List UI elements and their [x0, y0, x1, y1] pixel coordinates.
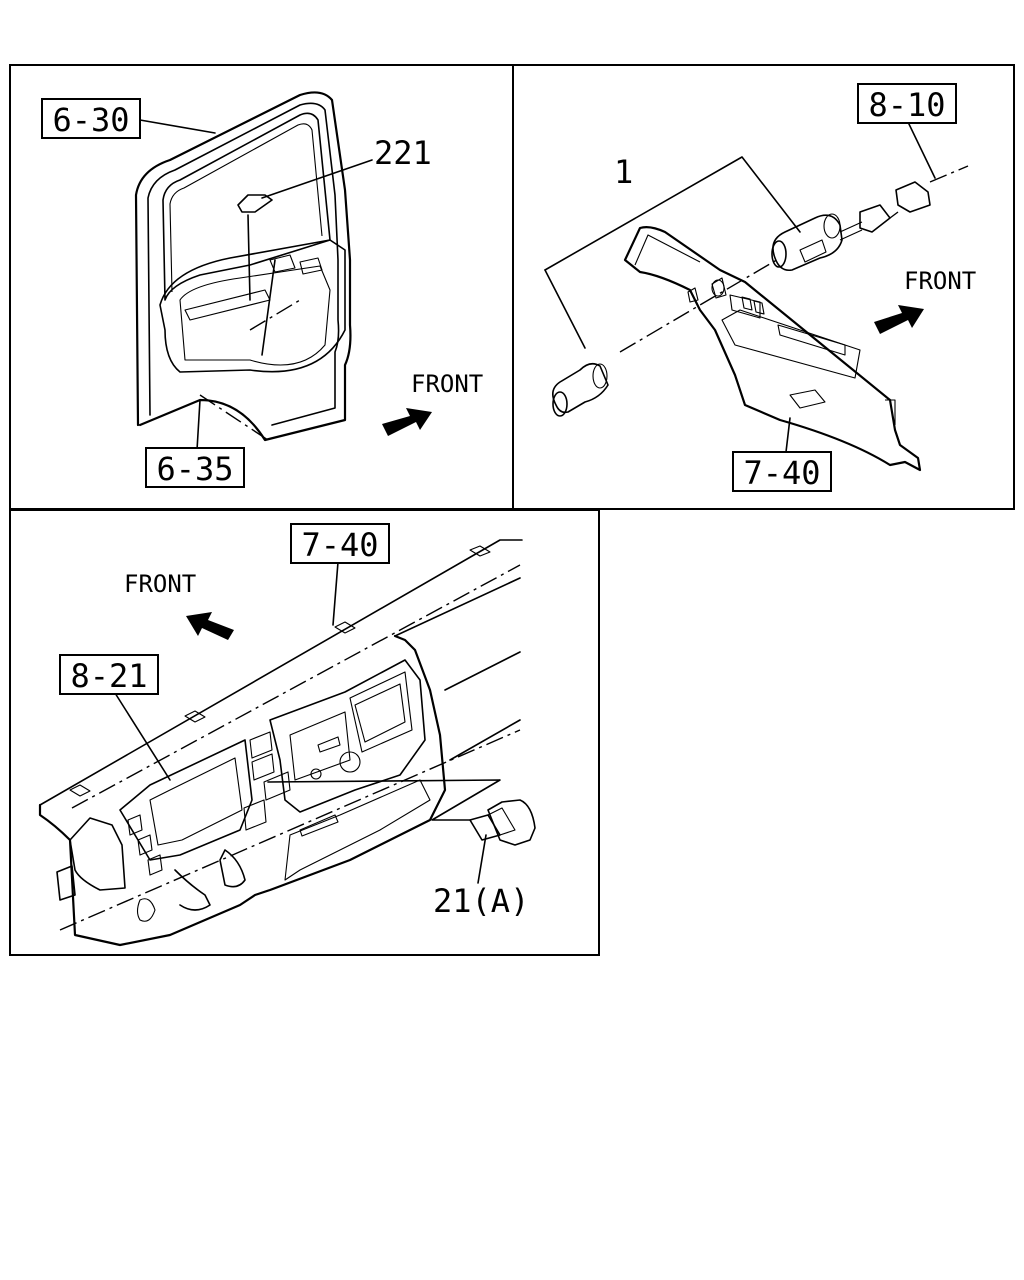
front-label-door: FRONT — [411, 370, 483, 398]
callout-7-40-bottom: 7-40 — [301, 526, 378, 564]
front-arrow-icon — [382, 408, 432, 436]
callout-8-21: 8-21 — [70, 657, 147, 695]
front-arrow-icon — [874, 305, 924, 334]
callout-1: 1 — [614, 153, 633, 191]
callout-box-7-40-top — [732, 451, 832, 492]
callout-box-8-10 — [857, 83, 957, 124]
callout-21-a: 21(A) — [433, 882, 529, 920]
callout-box-7-40-bottom — [290, 523, 390, 564]
socket-illustration — [544, 156, 969, 472]
door-illustration — [134, 91, 352, 442]
panel-frame-socket — [512, 64, 1015, 510]
callout-7-40-top: 7-40 — [743, 454, 820, 492]
callout-221: 221 — [374, 134, 432, 172]
callout-6-35: 6-35 — [156, 450, 233, 488]
front-arrow-icon — [186, 612, 234, 640]
callout-8-10: 8-10 — [868, 86, 945, 124]
front-label-dash: FRONT — [124, 570, 196, 598]
panel-frame-dash — [9, 509, 600, 956]
front-label-socket: FRONT — [904, 267, 976, 295]
dashboard-illustration — [38, 539, 536, 947]
callout-box-6-30 — [41, 98, 141, 139]
callout-box-8-21 — [59, 654, 159, 695]
callout-box-6-35 — [145, 447, 245, 488]
callout-6-30: 6-30 — [52, 101, 129, 139]
